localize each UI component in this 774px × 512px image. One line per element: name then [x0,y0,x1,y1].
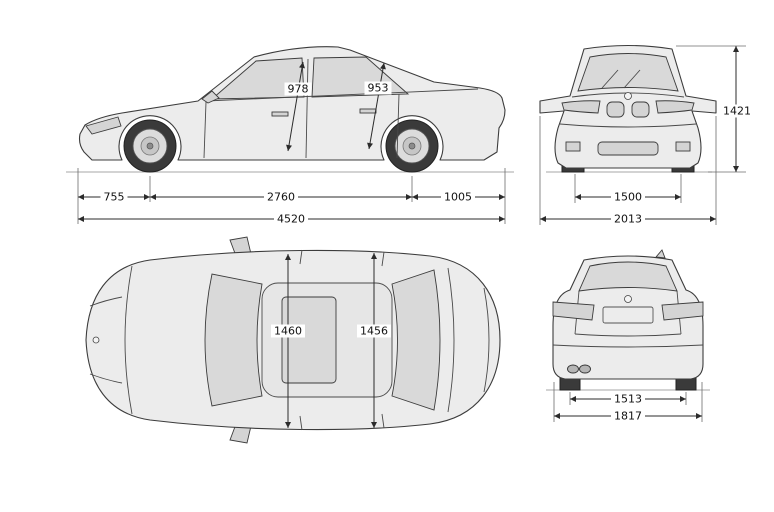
air-intake [597,141,659,156]
taillight-left-icon [552,301,595,321]
rear-window-top [391,269,441,411]
front-view [539,44,746,225]
exhaust-right-icon [579,364,591,374]
fog-light-left-icon [565,141,581,152]
dim-label-width-front: 1460 [271,324,305,338]
dim-label-rear-overhang: 1005 [441,190,475,204]
bumper-crease [559,123,697,128]
rear-edge-seam [483,287,490,393]
front-door-seam [203,101,207,159]
rear-window [578,261,678,292]
dim-arrow-978 [286,61,305,152]
bmw-roundel-icon [624,92,632,100]
dim-label-overall-width: 1817 [611,409,645,423]
windshield [577,53,679,92]
dim-arrow-953 [367,62,386,150]
bumper-seam [552,344,704,348]
exhaust-left-icon [567,364,579,374]
door-seam-marks [299,249,385,431]
side-mirror-icon [201,90,220,104]
headlight-icon [85,116,122,135]
top-view [85,236,501,444]
kidney-grille-left-icon [606,101,625,118]
dim-label-front-cabin-height: 978 [284,82,312,96]
dim-label-rear-track: 1513 [611,392,645,406]
windshield-top [204,273,263,407]
dim-label-rear-cabin-height: 953 [364,81,392,95]
dim-label-front-track: 1500 [611,190,645,204]
rear-door-handle [359,108,377,114]
rear-view [546,249,710,422]
rear-wheel-icon [385,119,439,173]
fog-light-right-icon [675,141,691,152]
sunroof [281,296,337,384]
dim-label-wheelbase: 2760 [264,190,298,204]
headlight-left-icon [561,100,601,114]
headlight-right-icon [655,100,695,114]
hood-seam [124,265,133,415]
dim-label-width-incl-mirrors: 2013 [611,212,645,226]
wiper-right [623,69,641,89]
dim-label-front-overhang: 755 [100,190,128,204]
front-door-handle [271,111,289,117]
beltline [205,88,479,102]
license-plate [602,306,654,324]
dim-label-overall-length: 4520 [274,212,308,226]
wiper-left [601,69,619,89]
trunk-seam-bottom [574,333,682,337]
antenna-icon [655,249,666,259]
headlight-top-right [89,373,123,384]
bmw-roundel-icon [92,336,100,344]
dim-label-overall-height: 1421 [720,104,754,118]
rear-door-seam [396,93,400,159]
front-wheel-icon [123,119,177,173]
b-pillar-seam [305,58,309,159]
dim-label-width-rear: 1456 [357,324,391,338]
taillight-right-icon [661,301,704,321]
bmw-roundel-icon [624,295,632,303]
trunk-seam [447,267,455,413]
headlight-top-left [89,296,123,307]
kidney-grille-right-icon [631,101,650,118]
